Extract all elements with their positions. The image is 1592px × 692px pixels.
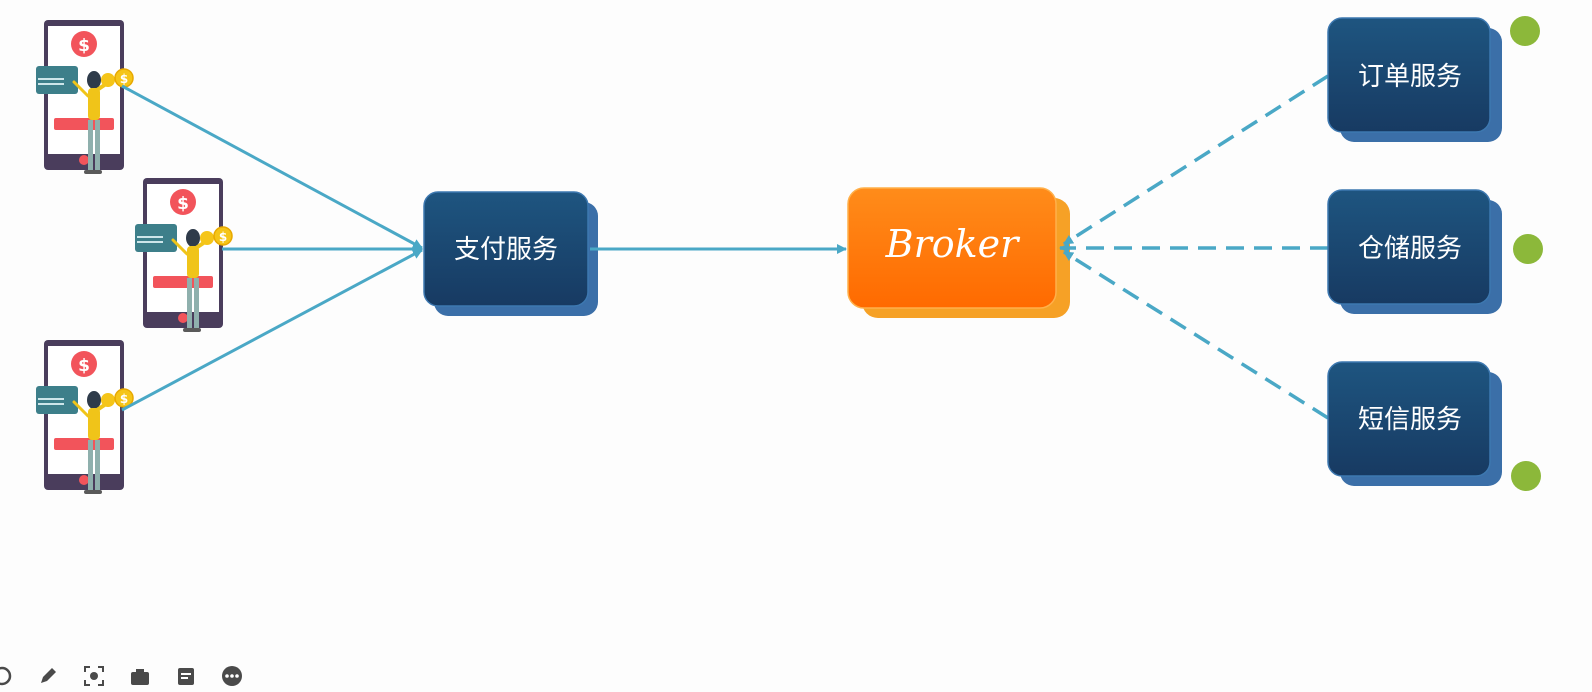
payer-phone-3 [34,338,135,496]
arrow-sms-to-broker [1063,250,1329,420]
screenshot-icon[interactable] [82,664,106,688]
payer-to-payment-arrows [121,84,423,412]
payment-service-node[interactable]: 支付服务 [423,191,598,316]
arrow-payer-1 [121,84,423,250]
order-service-node[interactable]: 订单服务 [1327,17,1502,142]
order-service-label: 订单服务 [1358,62,1462,92]
consumer-to-broker-arrows [1059,74,1329,420]
arrow-payer-3 [121,248,423,412]
broker-label: Broker [885,222,1021,266]
order-status-dot [1510,16,1540,46]
camera-icon[interactable] [128,664,152,688]
sms-service-label: 短信服务 [1358,405,1462,435]
more-icon[interactable] [220,664,244,688]
payer-phone-1 [34,18,135,176]
pen-icon[interactable] [36,664,60,688]
storage-service-label: 仓储服务 [1358,234,1462,264]
bottom-toolbar [0,660,260,692]
storage-status-dot [1513,234,1543,264]
sms-service-node[interactable]: 短信服务 [1327,361,1502,486]
eye-icon[interactable] [0,664,14,688]
broker-node[interactable]: Broker [847,187,1070,318]
storage-service-node[interactable]: 仓储服务 [1327,189,1502,314]
note-icon[interactable] [174,664,198,688]
sms-status-dot [1511,461,1541,491]
payment-service-label: 支付服务 [454,235,558,265]
payer-phone-2 [133,176,234,334]
arrow-order-to-broker [1063,74,1329,246]
